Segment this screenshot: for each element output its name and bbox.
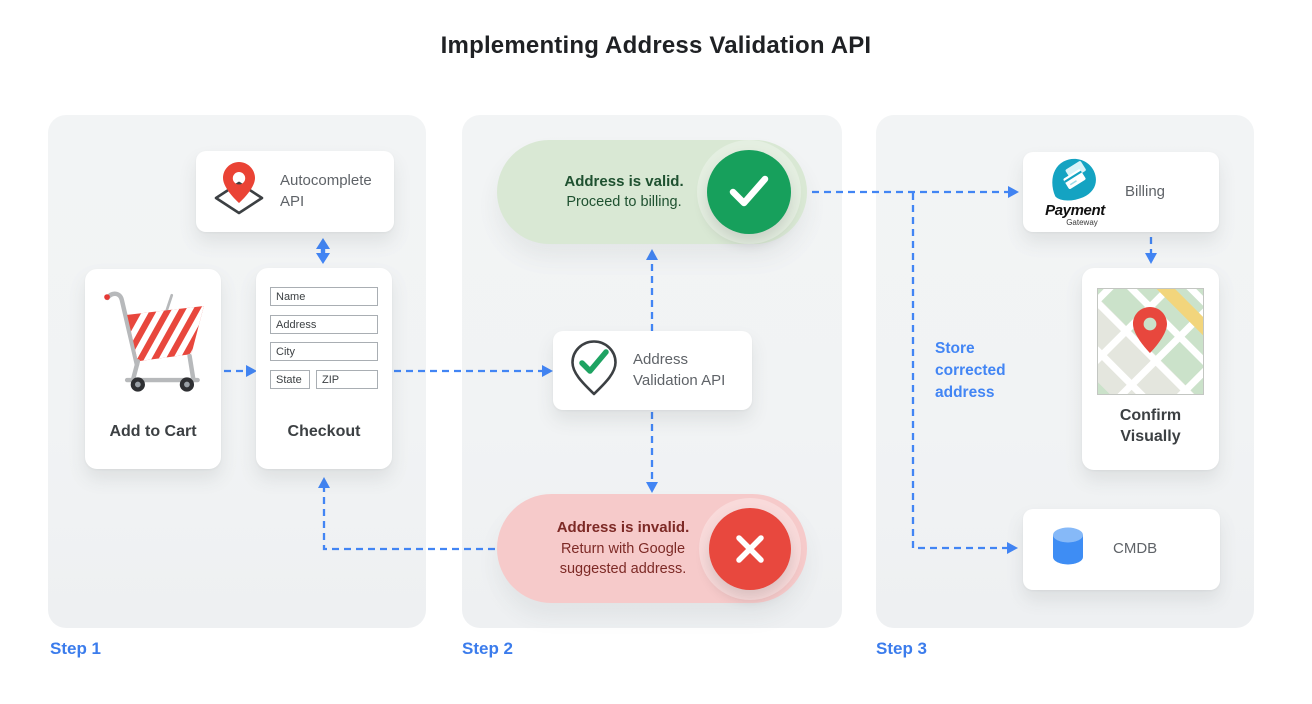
valid-headline: Address is valid.	[564, 173, 684, 191]
payment-logo-title: Payment	[1045, 201, 1105, 219]
billing-label: Billing	[1125, 182, 1166, 200]
billing-card: Payment Gateway Billing	[1023, 152, 1219, 232]
database-cylinder-icon	[1045, 524, 1091, 575]
address-field: Address	[270, 314, 378, 334]
map-thumbnail	[987, 182, 1312, 508]
validation-pin-check-icon	[569, 339, 619, 402]
payment-logo-subtitle: Gateway	[1066, 217, 1098, 227]
autocomplete-api-label: Autocomplete API	[280, 172, 372, 210]
state-field: State	[270, 369, 310, 389]
address-valid-pill: Address is valid. Proceed to billing.	[497, 140, 807, 244]
checkout-label: Checkout	[287, 423, 361, 441]
autocomplete-pin-diamond-icon	[212, 161, 266, 222]
step3-label: Step 3	[876, 639, 928, 658]
invalid-body: Return with Google suggested address.	[559, 540, 687, 578]
check-circle-icon	[707, 150, 791, 234]
checkout-card: Name Address City State ZIP Checkout	[256, 268, 392, 469]
name-field: Name	[270, 287, 378, 306]
cmdb-label: CMDB	[1113, 540, 1158, 558]
step2-label: Step 2	[462, 639, 514, 658]
shopping-cart-icon	[95, 283, 211, 400]
confirm-visually-card: Confirm Visually	[987, 182, 1312, 508]
x-circle-icon	[709, 507, 791, 590]
address-invalid-pill: Address is invalid. Return with Google s…	[497, 494, 807, 603]
step1-label: Step 1	[50, 639, 102, 658]
address-validation-api-label: Address Validation API	[633, 351, 726, 389]
payment-gateway-logo: Payment Gateway	[1039, 157, 1111, 228]
confirm-visually-label: Confirm Visually	[1119, 406, 1182, 446]
zip-field: ZIP	[316, 369, 378, 389]
add-to-cart-card: Add to Cart	[85, 269, 221, 469]
page-title: Implementing Address Validation API	[440, 32, 872, 59]
invalid-headline: Address is invalid.	[556, 519, 690, 537]
city-field: City	[270, 342, 378, 361]
checkout-form: Name Address City State ZIP	[270, 287, 378, 397]
autocomplete-api-card: Autocomplete API	[196, 151, 394, 232]
add-to-cart-label: Add to Cart	[109, 423, 197, 441]
address-valid-text: Address is valid. Proceed to billing.	[497, 171, 707, 213]
store-corrected-address-note: Store corrected address	[935, 340, 1006, 401]
cmdb-card: CMDB	[1023, 509, 1220, 590]
valid-body: Proceed to billing.	[566, 194, 682, 211]
address-validation-api-card: Address Validation API	[553, 331, 752, 410]
address-invalid-text: Address is invalid. Return with Google s…	[497, 517, 709, 579]
